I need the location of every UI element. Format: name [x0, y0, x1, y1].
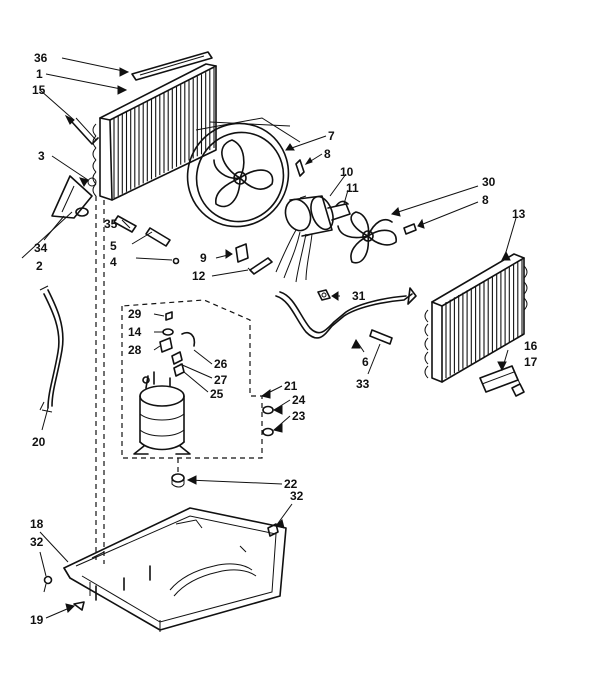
callout-16: 16: [524, 339, 538, 353]
callout-24: 24: [292, 393, 306, 407]
callout-35: 35: [104, 217, 118, 231]
callout-5: 5: [110, 239, 117, 253]
callout-7: 7: [328, 129, 335, 143]
callout-20: 20: [32, 435, 46, 449]
callout-34: 34: [34, 241, 48, 255]
callout-8-right: 8: [482, 193, 489, 207]
callout-31: 31: [352, 289, 366, 303]
part-blower-wheel: [337, 211, 397, 264]
part-bracket-assembly: [51, 175, 97, 219]
callout-10: 10: [340, 165, 354, 179]
callout-36: 36: [34, 51, 48, 65]
callout-30: 30: [482, 175, 496, 189]
callout-27: 27: [214, 373, 228, 387]
part-grommets: [171, 405, 274, 488]
part-overload-relay: [159, 311, 196, 377]
part-clip-right: [403, 223, 417, 235]
compressor-assembly-enclosure: [121, 299, 263, 459]
callout-8: 8: [324, 147, 331, 161]
callout-labels: 36 1 15 3 34 2 35 5 4 7 8 10 11 30 8 13 …: [30, 51, 538, 627]
callout-25: 25: [210, 387, 224, 401]
part-refrigerant-tubing: [275, 287, 417, 345]
callout-28: 28: [128, 343, 142, 357]
part-clip-upper: [295, 159, 305, 177]
callout-32-left: 32: [30, 535, 44, 549]
part-fan-motor: [275, 195, 351, 283]
callout-4: 4: [110, 255, 117, 269]
callout-26: 26: [214, 357, 228, 371]
part-capacitor: [235, 243, 273, 275]
callout-14: 14: [128, 325, 142, 339]
alignment-lines: [95, 196, 179, 564]
part-evaporator-coil: [424, 253, 528, 383]
part-fan-shroud: [186, 117, 301, 228]
part-screws: [43, 523, 279, 611]
part-wire-harness: [39, 285, 64, 413]
callout-12: 12: [192, 269, 206, 283]
callout-3: 3: [38, 149, 45, 163]
callout-19: 19: [30, 613, 44, 627]
part-compressor: [133, 371, 191, 455]
part-gasket-strip: [131, 51, 213, 81]
leader-lines: [21, 57, 521, 619]
part-base-pan: [63, 507, 287, 632]
callout-23: 23: [292, 409, 306, 423]
callout-13: 13: [512, 207, 526, 221]
callout-18: 18: [30, 517, 44, 531]
part-capillary-tubes: [113, 215, 180, 265]
callout-11: 11: [346, 181, 359, 195]
leader-arrowheads: [64, 67, 511, 613]
callout-21: 21: [284, 379, 298, 393]
callout-29: 29: [128, 307, 142, 321]
callout-33: 33: [356, 377, 370, 391]
part-tube: [71, 117, 99, 145]
callout-6: 6: [362, 355, 369, 369]
callout-15: 15: [32, 83, 46, 97]
callout-32-right: 32: [290, 489, 304, 503]
part-condenser-coil: [92, 63, 217, 201]
callout-2: 2: [36, 259, 43, 273]
callout-22: 22: [284, 477, 298, 491]
callout-17: 17: [524, 355, 538, 369]
callout-1: 1: [36, 67, 43, 81]
callout-9: 9: [200, 251, 207, 265]
part-clamp: [317, 289, 331, 301]
